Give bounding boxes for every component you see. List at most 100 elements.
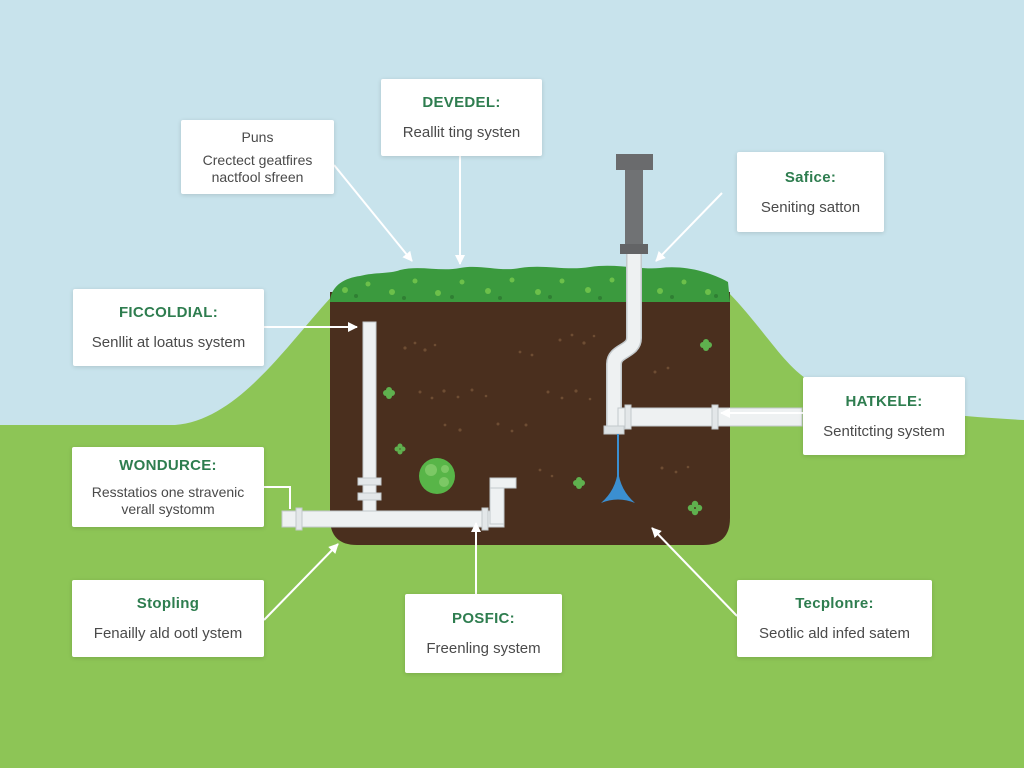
soil-speckle — [686, 465, 690, 469]
callout-text-line: Seotlic ald infed satem — [759, 625, 910, 642]
leaf-blob-highlight — [425, 464, 437, 476]
clover-leaf — [703, 345, 709, 351]
soil-speckle — [442, 389, 446, 393]
soil-speckle — [582, 341, 586, 345]
clover-leaf — [691, 508, 699, 516]
pipe-ring — [624, 404, 632, 430]
clover-leaf — [703, 339, 709, 345]
soil-speckle — [413, 341, 417, 345]
callout-label-puns: Puns Crectect geatfires nactfool sfreen — [181, 120, 334, 194]
soil-speckle — [538, 468, 542, 472]
grass-dot — [714, 294, 718, 298]
inlet-pipe — [607, 254, 641, 430]
clover-leaf — [386, 393, 392, 399]
callout-title: Puns — [241, 129, 274, 145]
callout-label-hatkele: HATKELE: Sentitcting system — [803, 377, 965, 455]
callout-label-tecplonre: Tecplonre: Seotlic ald infed satem — [737, 580, 932, 657]
callout-label-devedel: DEVEDEL: Reallit ting systen — [381, 79, 542, 156]
water-splash — [601, 470, 635, 503]
callout-text-line: Reallit ting systen — [402, 124, 521, 141]
clover-leaf — [397, 443, 403, 449]
callout-label-ficcoldial: FICCOLDIAL: Senllit at loatus system — [73, 289, 264, 366]
right-pipe-system — [601, 154, 803, 503]
soil-speckle — [433, 343, 437, 347]
soil-speckle — [653, 370, 657, 374]
pipe-ring — [295, 507, 303, 531]
clover-leaf — [687, 504, 695, 512]
soil-speckles — [403, 333, 690, 478]
soil-speckle — [430, 396, 434, 400]
pipe-fitting — [357, 492, 382, 501]
soil-speckle — [496, 422, 500, 426]
callout-body: Seotlic ald infed satem — [759, 625, 910, 642]
soil-speckle — [470, 388, 474, 392]
grass-tuft — [535, 289, 541, 295]
callout-body: Freenling system — [426, 640, 540, 657]
clover — [394, 443, 406, 455]
soil-speckle — [403, 346, 407, 350]
soil-speckle — [674, 470, 678, 474]
soil-speckle — [592, 334, 596, 338]
callout-body: Reallit ting systen — [403, 124, 521, 141]
callout-text-line: Resstatios one stravenic — [91, 483, 245, 500]
leaf-blob-highlight — [439, 477, 449, 487]
soil-speckle — [524, 423, 528, 427]
pipe-fitting — [357, 477, 382, 486]
horizontal-drain-pipe — [281, 510, 505, 528]
callout-label-wondurce: WONDURCE: Resstatios one stravenic veral… — [72, 447, 264, 527]
callout-label-stopling: Stopling Fenailly ald ootl ystem — [72, 580, 264, 657]
callout-arrow — [263, 543, 339, 621]
clover-leaf — [397, 449, 403, 455]
clover-leaf — [386, 387, 392, 393]
clovers — [383, 339, 712, 516]
grass-tuft — [412, 278, 418, 284]
clover — [383, 387, 395, 399]
soil-speckle — [443, 423, 447, 427]
grass-dot — [354, 294, 358, 298]
vent-pipe — [625, 170, 643, 248]
grass-tuft — [342, 287, 348, 293]
callout-text-line: Crectect geatfires — [202, 152, 313, 168]
soil-speckle — [560, 396, 564, 400]
callout-arrows — [263, 156, 803, 621]
clover — [573, 477, 585, 489]
soil-speckle — [660, 466, 664, 470]
grass-tuft — [389, 289, 395, 295]
clover-leaf — [576, 477, 582, 483]
grass-tuft — [585, 287, 591, 293]
grass-tuft — [485, 288, 491, 294]
elbow-riser-pipe — [489, 483, 505, 525]
grass-tuft — [509, 277, 515, 283]
left-vertical-pipe — [362, 321, 377, 519]
callout-text-line: nactfool sfreen — [211, 169, 304, 185]
clover — [700, 339, 712, 351]
grass-tuft — [705, 289, 711, 295]
pipe-ring — [711, 404, 719, 430]
callout-body: Seniting satton — [761, 199, 860, 216]
callout-title: Stopling — [136, 595, 200, 612]
soil-speckle — [458, 428, 462, 432]
soil-speckle — [570, 333, 574, 337]
callout-arrow — [655, 192, 723, 262]
soil-speckle — [530, 353, 534, 357]
soil-speckle — [418, 390, 422, 394]
callout-title: Tecplonre: — [795, 595, 874, 612]
clover-leaf — [691, 500, 699, 508]
callout-text-line: Senllit at loatus system — [91, 334, 246, 351]
soil-speckle — [588, 397, 592, 401]
leaf-blob-body — [419, 458, 455, 494]
grass-shadow-dots — [354, 294, 718, 300]
soil-speckle — [558, 338, 562, 342]
clover — [687, 500, 703, 516]
soil-speckle — [423, 348, 427, 352]
callout-arrow — [333, 164, 413, 262]
elbow-outlet — [489, 477, 517, 489]
callout-bracket — [264, 486, 291, 509]
soil-speckle — [574, 389, 578, 393]
grass-dot — [498, 296, 502, 300]
callout-body: Resstatios one stravenic verall systomm — [92, 484, 245, 518]
soil-speckle — [456, 395, 460, 399]
soil-speckle — [550, 474, 554, 478]
grass-dot — [548, 295, 552, 299]
